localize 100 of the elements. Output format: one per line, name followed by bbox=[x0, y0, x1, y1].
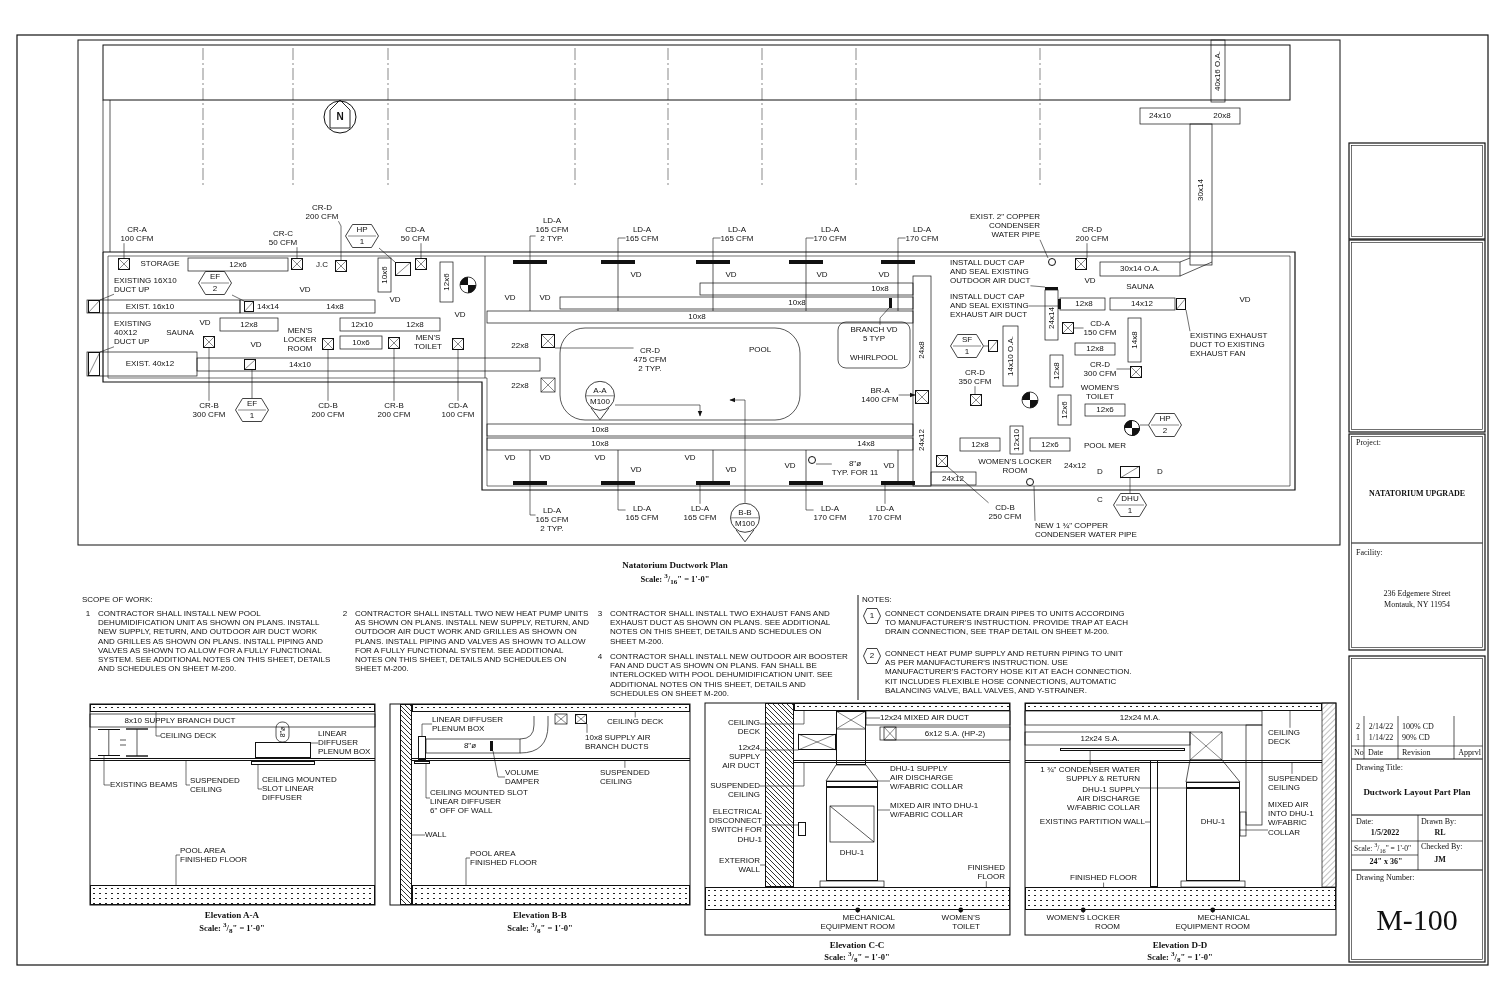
callout-label: CR-D 300 CFM bbox=[1083, 359, 1117, 379]
grille-symbol bbox=[970, 394, 982, 406]
equipment-unit bbox=[395, 262, 411, 276]
duct-size-label: 14x14 bbox=[257, 301, 279, 312]
room-label: J.C bbox=[316, 260, 328, 270]
damper-label: VD bbox=[299, 285, 311, 295]
room-label: MEN'S LOCKER ROOM bbox=[283, 326, 317, 354]
duct-size-label: 24x10 bbox=[1149, 111, 1171, 121]
leader-line bbox=[155, 711, 161, 737]
title-block-label: Project: bbox=[1356, 438, 1381, 448]
duct-size-label: 24x12 bbox=[1064, 461, 1086, 471]
callout-label: CEILING MOUNTED SLOT LINEAR DIFFUSER bbox=[262, 775, 337, 803]
leader-line bbox=[879, 307, 890, 326]
fabric-collar bbox=[826, 781, 878, 787]
duct-size-label: 10x8 bbox=[788, 298, 806, 308]
ceiling-deck bbox=[412, 704, 690, 712]
callout-label: EXISTING PARTITION WALL bbox=[1039, 817, 1145, 827]
leader-line bbox=[958, 907, 964, 914]
title-block-label: Checked By: bbox=[1421, 842, 1463, 852]
leader-line bbox=[1086, 242, 1088, 259]
duct-size-label: 12x6 bbox=[1041, 439, 1059, 450]
duct-riser-symbol bbox=[1124, 420, 1140, 436]
suspended-ceiling bbox=[412, 758, 690, 761]
linear-diffuser-symbol bbox=[696, 260, 730, 264]
wall bbox=[400, 704, 412, 905]
duct-size-label: 24x12 bbox=[917, 429, 927, 451]
leader-line bbox=[947, 466, 989, 504]
duct-size-label: 40x16 O.A. bbox=[1213, 51, 1223, 91]
duct-size-label: 8"ø bbox=[463, 741, 477, 751]
callout-label: CR-B 300 CFM bbox=[192, 400, 226, 420]
callout-label: SUSPENDED CEILING bbox=[190, 775, 240, 795]
leader-line bbox=[338, 220, 342, 261]
exhaust-duct-end bbox=[1176, 298, 1186, 310]
grille-symbol bbox=[291, 258, 303, 270]
callout-label: DHU-1 SUPPLY AIR DISCHARGE W/FABRIC COLLAR bbox=[1067, 785, 1140, 813]
section-cut-letter: D bbox=[1097, 467, 1103, 477]
grille-symbol bbox=[388, 337, 400, 349]
leader-line bbox=[1030, 285, 1046, 288]
callout-label: LD-A 165 CFM 2 TYP. bbox=[535, 216, 569, 244]
slot-diffuser bbox=[414, 761, 430, 764]
duct-size-label: 10x8 bbox=[871, 284, 889, 294]
note-text: CONNECT HEAT PUMP SUPPLY AND RETURN PIPING TO UNIT AS PER MANUFACTURER'S INSTRUCTION. USE MANUFACTURER'S FACTORY HOSE KIT AT EACH CONNECTION. KIT INCLUDES FLEXIBLE HOSE CONNECTIONS, AUTOMATIC BALANCING VALVE, BALL VALVES, AND Y-STRAINER. bbox=[885, 649, 1133, 695]
callout-label: BR-A 1400 CFM bbox=[861, 385, 899, 405]
note-tag: 1 bbox=[863, 608, 881, 624]
duct-size-label: 12x10 bbox=[351, 319, 373, 330]
drawing-title: Elevation B-B bbox=[513, 909, 567, 921]
leader-line bbox=[1073, 327, 1084, 329]
callout-label: LD-A 165 CFM 2 TYP. bbox=[535, 506, 569, 534]
leader-line bbox=[1089, 750, 1091, 766]
leader-line bbox=[759, 864, 766, 866]
fan-symbol bbox=[988, 340, 998, 352]
linear-diffuser-symbol bbox=[513, 260, 547, 264]
linear-diffuser-symbol bbox=[881, 260, 915, 264]
leader-line bbox=[465, 857, 471, 886]
callout-label: CR-A 100 CFM bbox=[120, 224, 154, 244]
callout-label: CR-D 200 CFM bbox=[305, 202, 339, 222]
leader-line bbox=[865, 717, 881, 719]
callout-label: WOMEN'S TOILET bbox=[941, 912, 980, 932]
dehumidifier-unit: DHU-1 bbox=[1186, 788, 1240, 881]
damper-label: VD bbox=[725, 465, 737, 475]
scale-note: Scale: $^{3}$/$_{8}$" = 1'-0" bbox=[824, 949, 890, 965]
callout-label: CR-D 200 CFM bbox=[1075, 224, 1109, 244]
note-text: CONTRACTOR SHALL INSTALL TWO NEW HEAT PUMP UNITS AS SHOWN ON PLANS. INSTALL NEW SUPPLY, RETURN, AND OUTDOOR AIR DUCT WORK AND GRILLES AS SHOWN ON PLANS. INSTALL PIPING AND VALVES AS SHOWN TO ALLOW FOR A FULLY FUNCTIONAL SYSTEM. SEE ADDITIONAL NOTES ON THIS SHEET, DETAILS AND SCHEDULES ON SHEET M-200. bbox=[355, 609, 590, 674]
title-block-label: Facility: bbox=[1356, 548, 1383, 558]
leader-line bbox=[251, 369, 253, 399]
damper-label: VD bbox=[594, 453, 606, 463]
callout-label: LD-A 170 CFM bbox=[813, 224, 847, 244]
leader-line bbox=[855, 907, 861, 914]
callout-label: LD-A 165 CFM bbox=[683, 503, 717, 523]
equipment-tag: DHU 1 bbox=[1113, 493, 1147, 517]
duct-size-label: 24x8 bbox=[917, 341, 927, 359]
note-text: CONTRACTOR SHALL INSTALL NEW POOL DEHUMIDIFICATION UNIT AS SHOWN ON PLANS. INSTALL NEW SUPPLY, RETURN, AND OUTDOOR AIR DUCT WORK AND GRILLES AS SHOWN ON PLANS. INSTALL PIPING AND VALVES AS SHOWN TO ALLOW FOR A FULLY FUNCTIONAL SYSTEM. SEE ADDITIONAL NOTES ON THIS SHEET, DETAILS AND SCHEDULES ON SHEET M-200. bbox=[98, 609, 332, 674]
note-number: 4 bbox=[597, 652, 603, 662]
duct-size-label: 12x6 bbox=[1059, 401, 1070, 419]
note-tag: 2 bbox=[863, 648, 881, 664]
leader-line bbox=[805, 237, 814, 261]
leader-line bbox=[1129, 477, 1131, 494]
leader-line bbox=[1028, 305, 1059, 307]
linear-diffuser-symbol bbox=[696, 481, 730, 485]
grille-symbol bbox=[415, 258, 427, 270]
callout-label: LD-A 165 CFM bbox=[625, 503, 659, 523]
duct-size-label: 12x6 bbox=[1096, 405, 1114, 415]
leader-line bbox=[327, 349, 329, 402]
floor-slab bbox=[705, 887, 1010, 910]
fabric-collar bbox=[1186, 782, 1240, 788]
title-block-value: 24" x 36" bbox=[1369, 857, 1403, 867]
grille-symbol bbox=[915, 390, 929, 404]
leader-line bbox=[1039, 239, 1049, 259]
callout-label: CD-B 250 CFM bbox=[988, 502, 1022, 522]
callout-label: FINISHED FLOOR bbox=[967, 862, 1005, 882]
plenum-box bbox=[255, 742, 311, 758]
duct-size-label: 10x8 bbox=[591, 425, 609, 435]
callout-label: EXISTING 40X12 DUCT UP bbox=[114, 319, 152, 347]
duct-size-label: EXIST. 16x10 bbox=[125, 301, 175, 312]
damper-label: VD bbox=[1084, 276, 1096, 286]
leader-line bbox=[296, 246, 298, 259]
leader-line bbox=[310, 742, 319, 744]
damper-label: VD bbox=[1239, 295, 1251, 305]
equipment-tag: EF 2 bbox=[198, 271, 232, 295]
leader-line bbox=[175, 854, 181, 886]
